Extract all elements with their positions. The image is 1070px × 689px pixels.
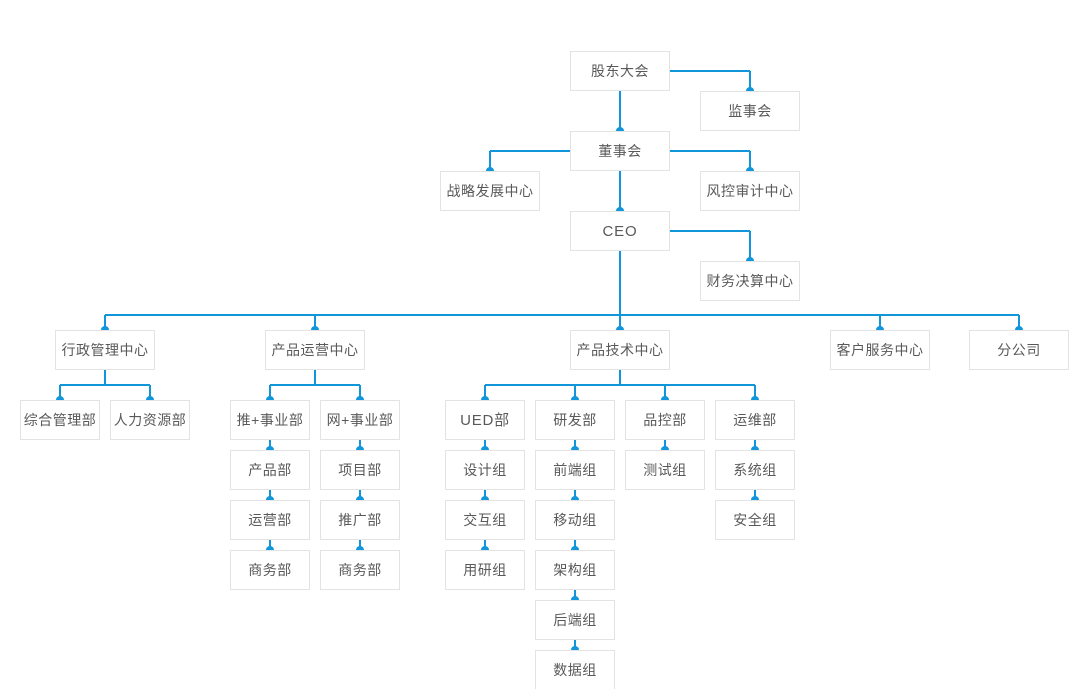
org-node-label: 财务决算中心 bbox=[706, 273, 794, 289]
org-node-label: 用研组 bbox=[463, 562, 507, 578]
org-node-hr[interactable]: 人力资源部 bbox=[110, 400, 190, 440]
org-node-tui-bu[interactable]: 推+事业部 bbox=[230, 400, 310, 440]
org-node-label: 推+事业部 bbox=[236, 412, 304, 428]
org-node-architecture[interactable]: 架构组 bbox=[535, 550, 615, 590]
org-node-label: 系统组 bbox=[733, 462, 777, 478]
org-node-backend[interactable]: 后端组 bbox=[535, 600, 615, 640]
org-node-admin-center[interactable]: 行政管理中心 bbox=[55, 330, 155, 370]
org-node-board[interactable]: 董事会 bbox=[570, 131, 670, 171]
org-node-label: UED部 bbox=[460, 411, 510, 429]
org-node-label: 风控审计中心 bbox=[706, 183, 794, 199]
org-node-label: 交互组 bbox=[463, 512, 507, 528]
org-node-label: 测试组 bbox=[643, 462, 687, 478]
org-node-interaction[interactable]: 交互组 bbox=[445, 500, 525, 540]
org-node-label: 运营部 bbox=[248, 512, 292, 528]
org-node-test-group[interactable]: 测试组 bbox=[625, 450, 705, 490]
org-node-ops-dept[interactable]: 运营部 bbox=[230, 500, 310, 540]
org-node-product-tech[interactable]: 产品技术中心 bbox=[570, 330, 670, 370]
org-node-label: 运维部 bbox=[733, 412, 777, 428]
org-node-user-research[interactable]: 用研组 bbox=[445, 550, 525, 590]
org-node-ued[interactable]: UED部 bbox=[445, 400, 525, 440]
org-node-ceo[interactable]: CEO bbox=[570, 211, 670, 251]
org-node-project-dept[interactable]: 项目部 bbox=[320, 450, 400, 490]
org-node-mobile[interactable]: 移动组 bbox=[535, 500, 615, 540]
org-node-label: 产品技术中心 bbox=[576, 342, 664, 358]
org-node-label: 设计组 bbox=[463, 462, 507, 478]
org-node-rnd[interactable]: 研发部 bbox=[535, 400, 615, 440]
org-node-label: 董事会 bbox=[598, 143, 642, 159]
org-node-customer-svc[interactable]: 客户服务中心 bbox=[830, 330, 930, 370]
org-node-finance[interactable]: 财务决算中心 bbox=[700, 261, 800, 301]
org-node-label: 监事会 bbox=[728, 103, 772, 119]
org-node-label: 客户服务中心 bbox=[836, 342, 924, 358]
org-node-label: 移动组 bbox=[553, 512, 597, 528]
org-node-label: 分公司 bbox=[997, 342, 1041, 358]
org-node-biz-dept-1[interactable]: 商务部 bbox=[230, 550, 310, 590]
org-node-qa-dept[interactable]: 品控部 bbox=[625, 400, 705, 440]
org-node-branch[interactable]: 分公司 bbox=[969, 330, 1069, 370]
org-node-label: 架构组 bbox=[553, 562, 597, 578]
org-node-label: 行政管理中心 bbox=[61, 342, 149, 358]
org-node-label: 商务部 bbox=[248, 562, 292, 578]
org-node-product-dept[interactable]: 产品部 bbox=[230, 450, 310, 490]
org-node-label: 研发部 bbox=[553, 412, 597, 428]
org-node-label: 品控部 bbox=[643, 412, 687, 428]
org-node-supervisory[interactable]: 监事会 bbox=[700, 91, 800, 131]
org-node-label: 数据组 bbox=[553, 662, 597, 678]
org-node-risk-audit[interactable]: 风控审计中心 bbox=[700, 171, 800, 211]
org-node-biz-dept-2[interactable]: 商务部 bbox=[320, 550, 400, 590]
org-node-label: 前端组 bbox=[553, 462, 597, 478]
org-node-shareholders[interactable]: 股东大会 bbox=[570, 51, 670, 91]
org-node-label: 人力资源部 bbox=[113, 412, 187, 428]
org-node-design-group[interactable]: 设计组 bbox=[445, 450, 525, 490]
org-node-general-admin[interactable]: 综合管理部 bbox=[20, 400, 100, 440]
org-node-system-group[interactable]: 系统组 bbox=[715, 450, 795, 490]
org-node-label: 商务部 bbox=[338, 562, 382, 578]
org-node-label: 安全组 bbox=[733, 512, 777, 528]
org-node-promo-dept[interactable]: 推广部 bbox=[320, 500, 400, 540]
org-node-security-group[interactable]: 安全组 bbox=[715, 500, 795, 540]
org-node-wang-bu[interactable]: 网+事业部 bbox=[320, 400, 400, 440]
org-node-label: 项目部 bbox=[338, 462, 382, 478]
org-node-label: 产品部 bbox=[248, 462, 292, 478]
org-node-frontend[interactable]: 前端组 bbox=[535, 450, 615, 490]
org-node-label: 产品运营中心 bbox=[271, 342, 359, 358]
org-node-label: CEO bbox=[602, 222, 638, 240]
org-node-data-group[interactable]: 数据组 bbox=[535, 650, 615, 689]
org-node-label: 股东大会 bbox=[591, 63, 649, 79]
org-node-label: 后端组 bbox=[553, 612, 597, 628]
org-node-ops-tech[interactable]: 运维部 bbox=[715, 400, 795, 440]
org-node-label: 推广部 bbox=[338, 512, 382, 528]
org-node-product-ops[interactable]: 产品运营中心 bbox=[265, 330, 365, 370]
org-node-label: 综合管理部 bbox=[23, 412, 97, 428]
org-node-label: 战略发展中心 bbox=[446, 183, 534, 199]
org-node-strategy[interactable]: 战略发展中心 bbox=[440, 171, 540, 211]
org-node-label: 网+事业部 bbox=[326, 412, 394, 428]
